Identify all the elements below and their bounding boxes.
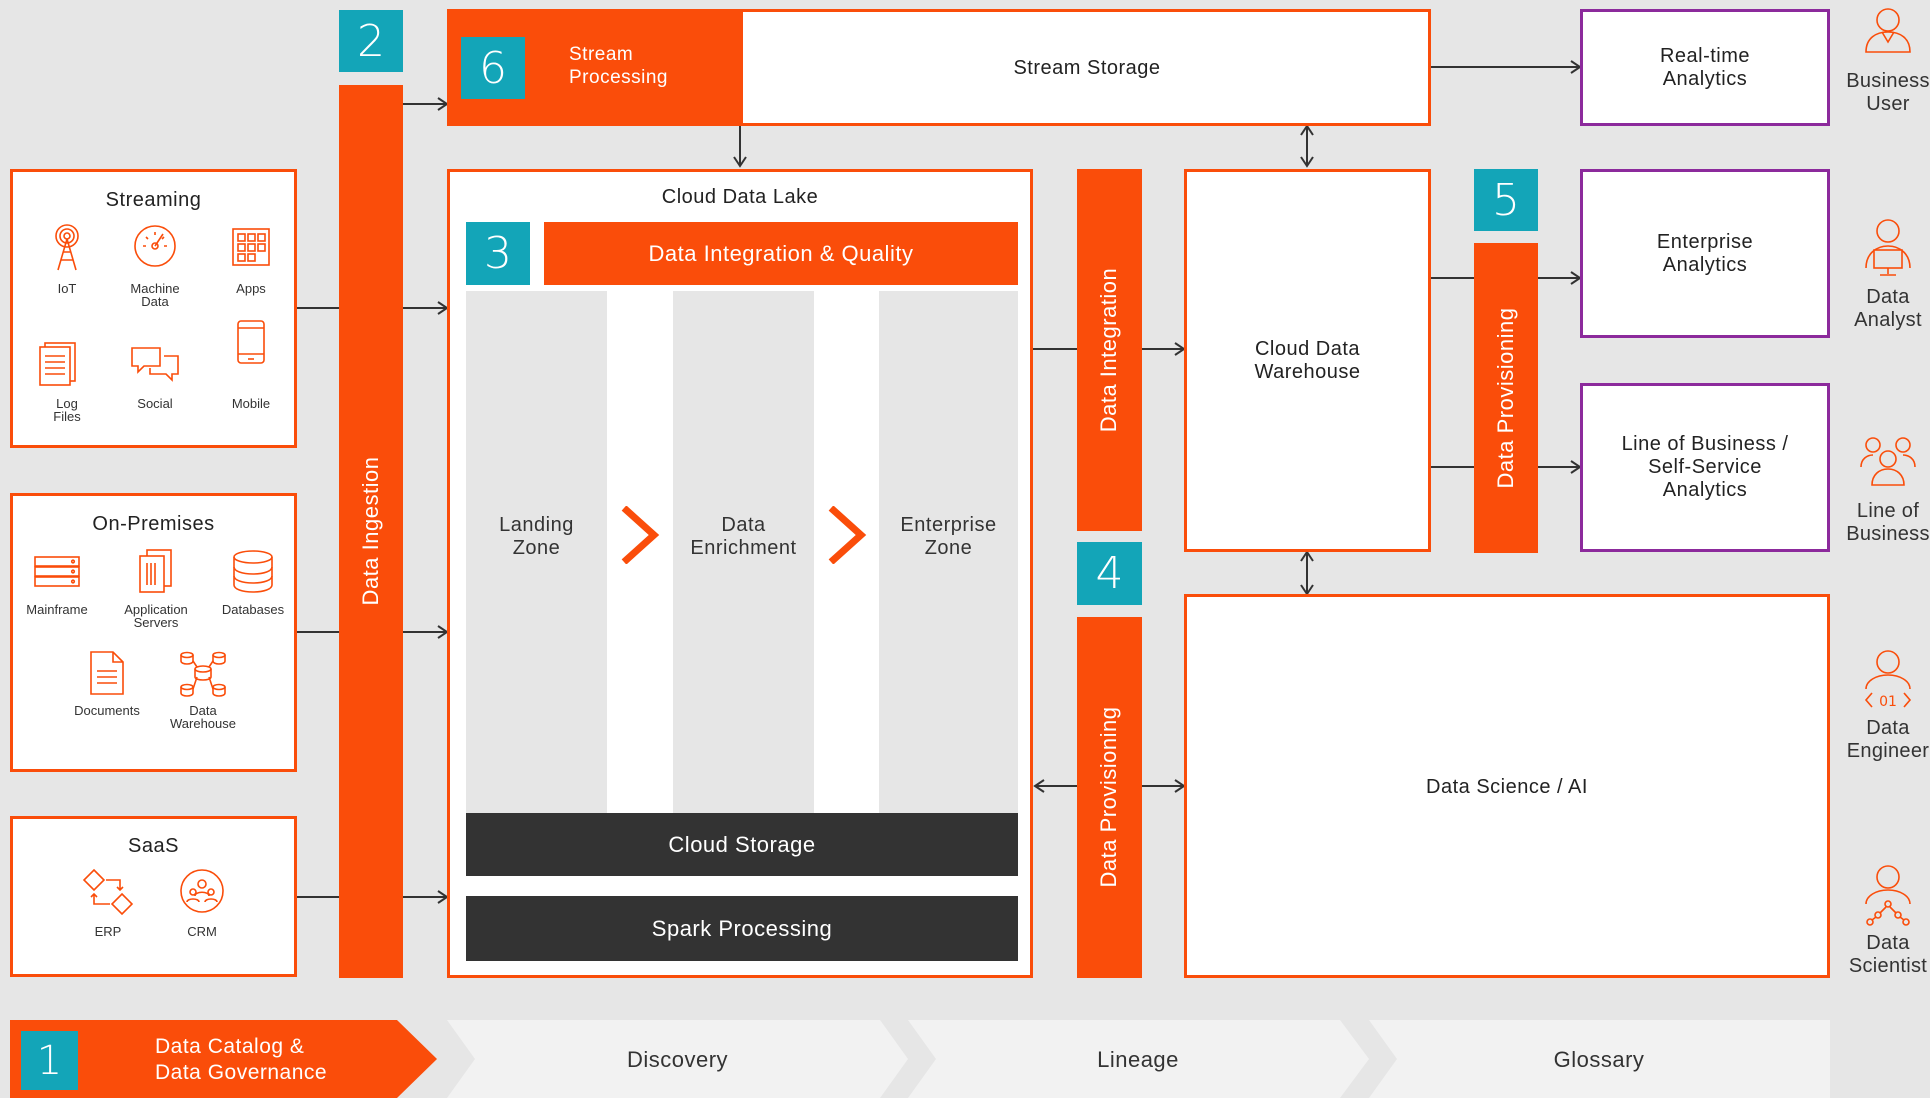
line-of-business-label: Line of Business — [1846, 500, 1930, 545]
data-warehouse-label: Data Warehouse — [170, 703, 236, 731]
data-enrichment-zone — [673, 291, 814, 820]
databases-icon — [233, 550, 273, 593]
data-science-ai-label: Data Science / AI — [1426, 776, 1588, 798]
apps-icon — [232, 228, 270, 266]
enterprise-analytics-panel: Enterprise Analytics — [1580, 169, 1830, 338]
iot-label: IoT — [57, 281, 77, 296]
data-integration-bar: Data Integration — [1077, 169, 1142, 531]
svg-text:01: 01 — [1879, 694, 1897, 710]
iot-icon — [55, 224, 79, 271]
discovery-step: Discovery — [626, 1047, 729, 1072]
data-integration-quality-label: Data Integration & Quality — [648, 240, 914, 266]
data-ingestion-label: Data Ingestion — [358, 456, 383, 606]
erp-label: ERP — [94, 924, 122, 939]
glossary-step: Glossary — [1553, 1047, 1645, 1072]
data-scientist-icon — [1865, 865, 1911, 926]
databases-label: Databases — [221, 602, 285, 617]
mainframe-icon — [34, 556, 80, 587]
realtime-analytics-panel: Real-time Analytics — [1580, 9, 1830, 126]
step-number-6: 6 — [461, 37, 525, 99]
data-integration-quality-bar: Data Integration & Quality — [544, 222, 1018, 285]
log-files-label: Log Files — [53, 396, 81, 424]
line-of-business-icon — [1860, 437, 1916, 486]
cloud-data-warehouse-panel: Cloud Data Warehouse — [1184, 169, 1431, 552]
spark-processing-label: Spark Processing — [651, 915, 833, 941]
data-analyst-icon — [1865, 219, 1911, 276]
business-user-label: Business User — [1846, 70, 1930, 115]
data-analyst-label: Data Analyst — [1854, 286, 1922, 331]
machine-data-icon — [134, 225, 176, 267]
crm-label: CRM — [187, 924, 217, 939]
data-provisioning-label-upper: Data Provisioning — [1493, 307, 1518, 489]
stream-storage-label: Stream Storage — [1013, 57, 1161, 79]
lineage-step: Lineage — [1097, 1047, 1179, 1072]
mobile-icon — [237, 320, 265, 364]
landing-zone — [466, 291, 607, 820]
application-servers-label: Application Servers — [124, 602, 188, 630]
mobile-label: Mobile — [231, 396, 271, 411]
step-number-4: 4 — [1077, 542, 1142, 605]
cloud-storage-bar: Cloud Storage — [466, 813, 1018, 876]
governance-chevrons — [10, 1020, 1830, 1098]
stream-processing-label: Stream Processing — [569, 44, 668, 88]
streaming-sources-panel: Streaming IoT Machine Data Apps Log File… — [10, 169, 297, 448]
on-premises-title: On-Premises — [92, 513, 215, 535]
data-integration-label: Data Integration — [1096, 267, 1121, 433]
data-engineer-label: Data Engineer — [1846, 717, 1930, 762]
step-number-2: 2 — [339, 10, 403, 72]
on-premises-sources-panel: On-Premises Mainframe Application Server… — [10, 493, 297, 772]
data-provisioning-bar-lower: Data Provisioning — [1077, 617, 1142, 978]
data-warehouse-icon — [180, 651, 226, 697]
step-number-1: 1 — [21, 1031, 78, 1090]
data-provisioning-bar-upper: Data Provisioning — [1474, 243, 1538, 553]
enterprise-zone — [879, 291, 1018, 820]
landing-zone-label: Landing Zone — [499, 514, 574, 559]
stream-processing-block: 6 Stream Processing — [447, 9, 743, 126]
data-scientist-label: Data Scientist — [1848, 932, 1928, 977]
social-icon — [131, 347, 179, 382]
log-files-icon — [39, 342, 76, 386]
cloud-storage-label: Cloud Storage — [668, 831, 816, 857]
data-provisioning-label-lower: Data Provisioning — [1096, 706, 1121, 888]
data-enrichment-label: Data Enrichment — [690, 514, 797, 559]
apps-label: Apps — [236, 281, 266, 296]
business-user-icon — [1865, 8, 1911, 53]
step-number-3: 3 — [466, 222, 530, 285]
application-servers-icon — [139, 549, 172, 593]
chevron-right-icon — [828, 506, 867, 564]
lob-self-service-analytics-panel: Line of Business / Self-Service Analytic… — [1580, 383, 1830, 552]
saas-title: SaaS — [128, 835, 179, 857]
chevron-right-icon — [621, 506, 660, 564]
cloud-data-lake-panel: Cloud Data Lake 3 Data Integration & Qua… — [447, 169, 1033, 978]
streaming-title: Streaming — [105, 189, 202, 211]
data-engineer-icon: 01 — [1864, 650, 1912, 710]
step-number-5: 5 — [1474, 169, 1538, 231]
spark-processing-bar: Spark Processing — [466, 896, 1018, 961]
saas-sources-panel: SaaS ERP CRM — [10, 816, 297, 977]
data-science-ai-panel: Data Science / AI — [1184, 594, 1830, 978]
erp-icon — [82, 868, 134, 916]
cloud-data-warehouse-label: Cloud Data Warehouse — [1254, 338, 1361, 383]
machine-data-label: Machine Data — [130, 281, 180, 309]
mainframe-label: Mainframe — [26, 602, 88, 617]
enterprise-zone-label: Enterprise Zone — [900, 514, 997, 559]
social-label: Social — [137, 396, 173, 411]
documents-icon — [90, 651, 124, 695]
crm-icon — [180, 869, 224, 913]
data-ingestion-bar: Data Ingestion — [339, 85, 403, 978]
stream-storage-panel: 6 Stream Processing Stream Storage — [447, 9, 1431, 126]
data-catalog-governance-label: Data Catalog & Data Governance — [155, 1035, 328, 1084]
cloud-data-lake-title: Cloud Data Lake — [661, 186, 819, 208]
documents-label: Documents — [74, 703, 140, 718]
